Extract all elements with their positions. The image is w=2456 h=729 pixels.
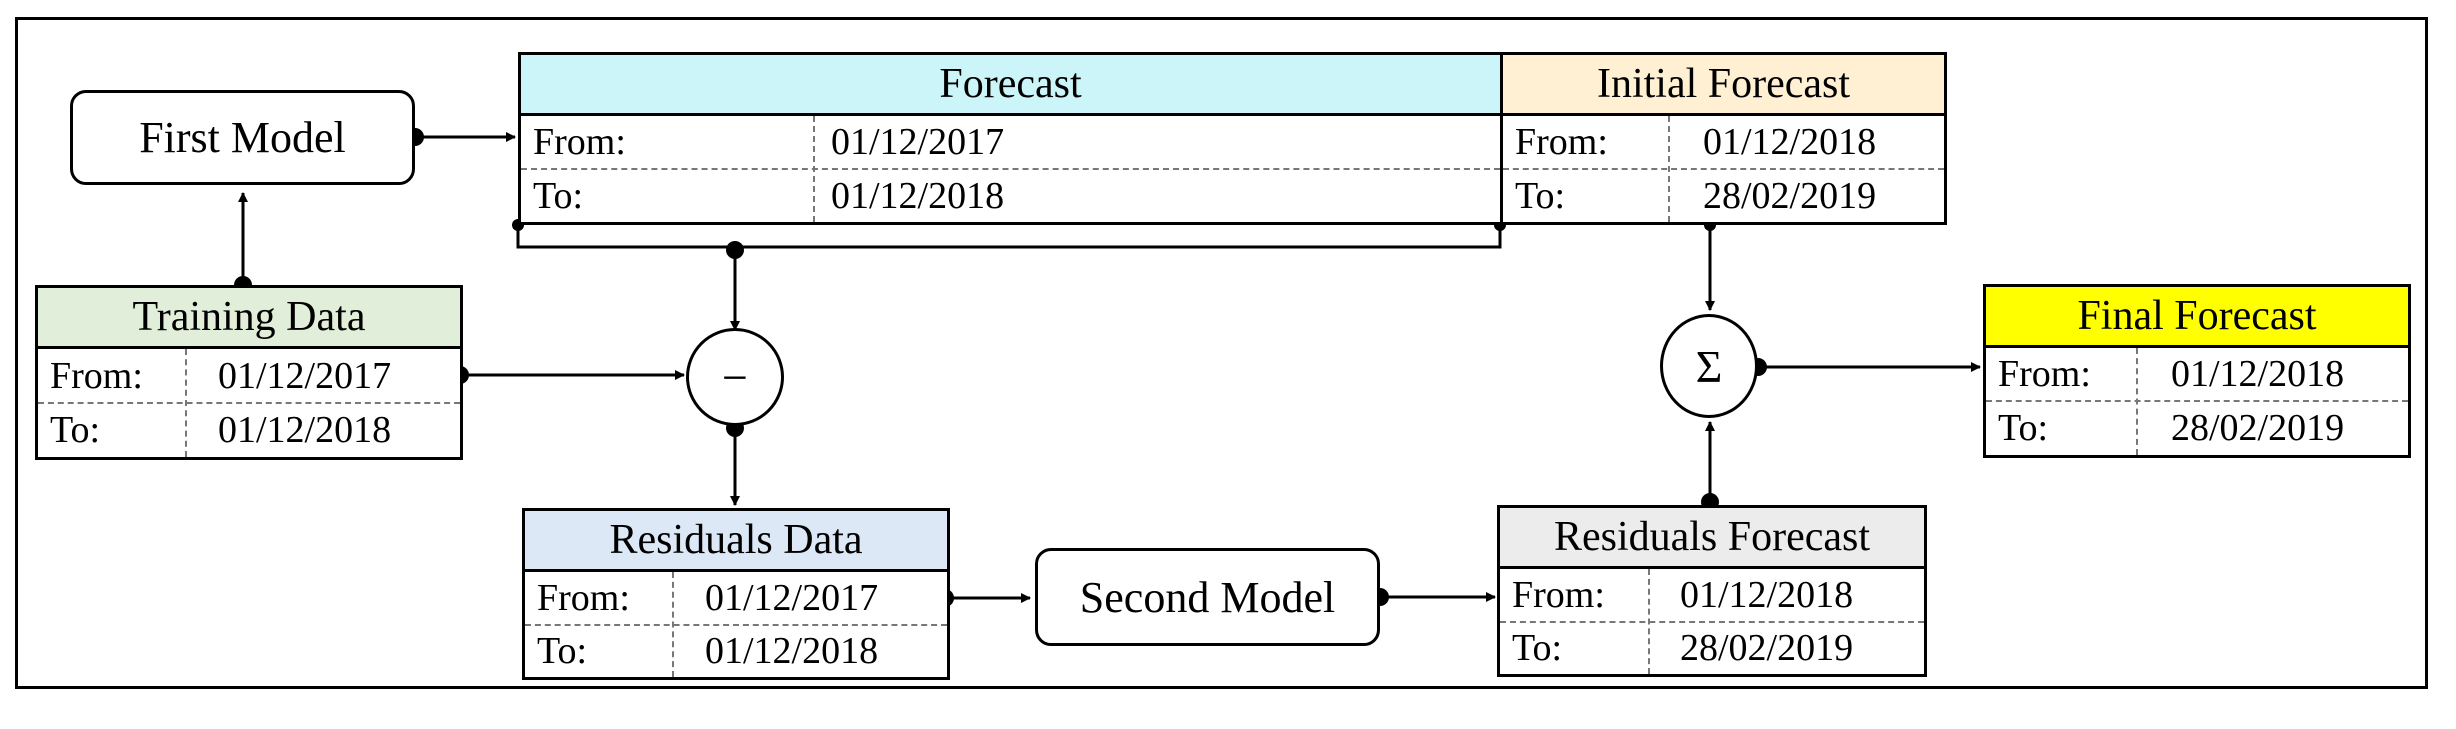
- residuals-forecast-to-value: 28/02/2019: [1680, 627, 1854, 669]
- forecast-to-row: To: 01/12/2018: [521, 169, 1500, 222]
- forecast-table: Forecast From: 01/12/2017 To: 01/12/2018: [518, 52, 1503, 225]
- residuals-data-from-value: 01/12/2017: [705, 577, 879, 619]
- forecast-bracket: [516, 225, 1502, 249]
- from-label: From:: [533, 121, 626, 163]
- initial-forecast-to-value: 28/02/2019: [1703, 174, 1877, 217]
- forecast-title: Forecast: [521, 55, 1500, 116]
- final-forecast-from-value: 01/12/2018: [2171, 353, 2345, 395]
- training-data-to-row: To: 01/12/2018: [38, 403, 460, 457]
- initial-forecast-from-row: From: 01/12/2018: [1503, 116, 1944, 170]
- training-data-to-value: 01/12/2018: [218, 409, 392, 451]
- to-label: To:: [1512, 627, 1563, 669]
- from-label: From:: [1512, 574, 1605, 616]
- to-label: To:: [50, 409, 101, 451]
- final-forecast-to-value: 28/02/2019: [2171, 407, 2345, 449]
- to-label: To:: [537, 630, 588, 672]
- first-model-box: First Model: [70, 90, 415, 185]
- junction-dot: [726, 241, 744, 259]
- forecast-from-value: 01/12/2017: [831, 121, 1005, 163]
- residuals-forecast-title: Residuals Forecast: [1500, 508, 1924, 569]
- training-data-title: Training Data: [38, 288, 460, 349]
- training-data-from-row: From: 01/12/2017: [38, 349, 460, 404]
- residuals-forecast-table: Residuals Forecast From: 01/12/2018 To: …: [1497, 505, 1927, 677]
- sum-symbol: Σ: [1695, 340, 1723, 392]
- final-forecast-table: Final Forecast From: 01/12/2018 To: 28/0…: [1983, 284, 2411, 458]
- initial-forecast-table: Initial Forecast From: 01/12/2018 To: 28…: [1500, 52, 1947, 225]
- sum-operator: Σ: [1660, 314, 1758, 418]
- residuals-data-table: Residuals Data From: 01/12/2017 To: 01/1…: [522, 508, 950, 680]
- to-label: To:: [1998, 407, 2049, 449]
- to-label: To:: [1515, 174, 1566, 217]
- from-label: From:: [537, 577, 630, 619]
- final-forecast-from-row: From: 01/12/2018: [1986, 348, 2408, 402]
- residuals-forecast-from-row: From: 01/12/2018: [1500, 569, 1924, 623]
- from-label: From:: [1998, 353, 2091, 395]
- residuals-forecast-from-value: 01/12/2018: [1680, 574, 1854, 616]
- initial-forecast-title: Initial Forecast: [1503, 55, 1944, 116]
- initial-forecast-from-value: 01/12/2018: [1703, 121, 1877, 163]
- residuals-data-from-row: From: 01/12/2017: [525, 572, 947, 626]
- from-label: From:: [1515, 121, 1608, 163]
- to-label: To:: [533, 174, 584, 217]
- final-forecast-to-row: To: 28/02/2019: [1986, 401, 2408, 455]
- residuals-data-title: Residuals Data: [525, 511, 947, 572]
- forecast-from-row: From: 01/12/2017: [521, 116, 1500, 170]
- residuals-forecast-to-row: To: 28/02/2019: [1500, 622, 1924, 674]
- second-model-label: Second Model: [1079, 572, 1336, 622]
- training-data-from-value: 01/12/2017: [218, 354, 392, 397]
- subtract-operator: −: [686, 328, 784, 426]
- residuals-data-to-row: To: 01/12/2018: [525, 625, 947, 677]
- subtract-symbol: −: [722, 351, 748, 403]
- training-data-table: Training Data From: 01/12/2017 To: 01/12…: [35, 285, 463, 460]
- residuals-data-to-value: 01/12/2018: [705, 630, 879, 672]
- final-forecast-title: Final Forecast: [1986, 287, 2408, 348]
- from-label: From:: [50, 354, 143, 397]
- second-model-box: Second Model: [1035, 548, 1380, 646]
- initial-forecast-to-row: To: 28/02/2019: [1503, 169, 1944, 222]
- first-model-label: First Model: [139, 113, 346, 162]
- diagram-frame: [15, 17, 2428, 689]
- forecast-to-value: 01/12/2018: [831, 174, 1005, 217]
